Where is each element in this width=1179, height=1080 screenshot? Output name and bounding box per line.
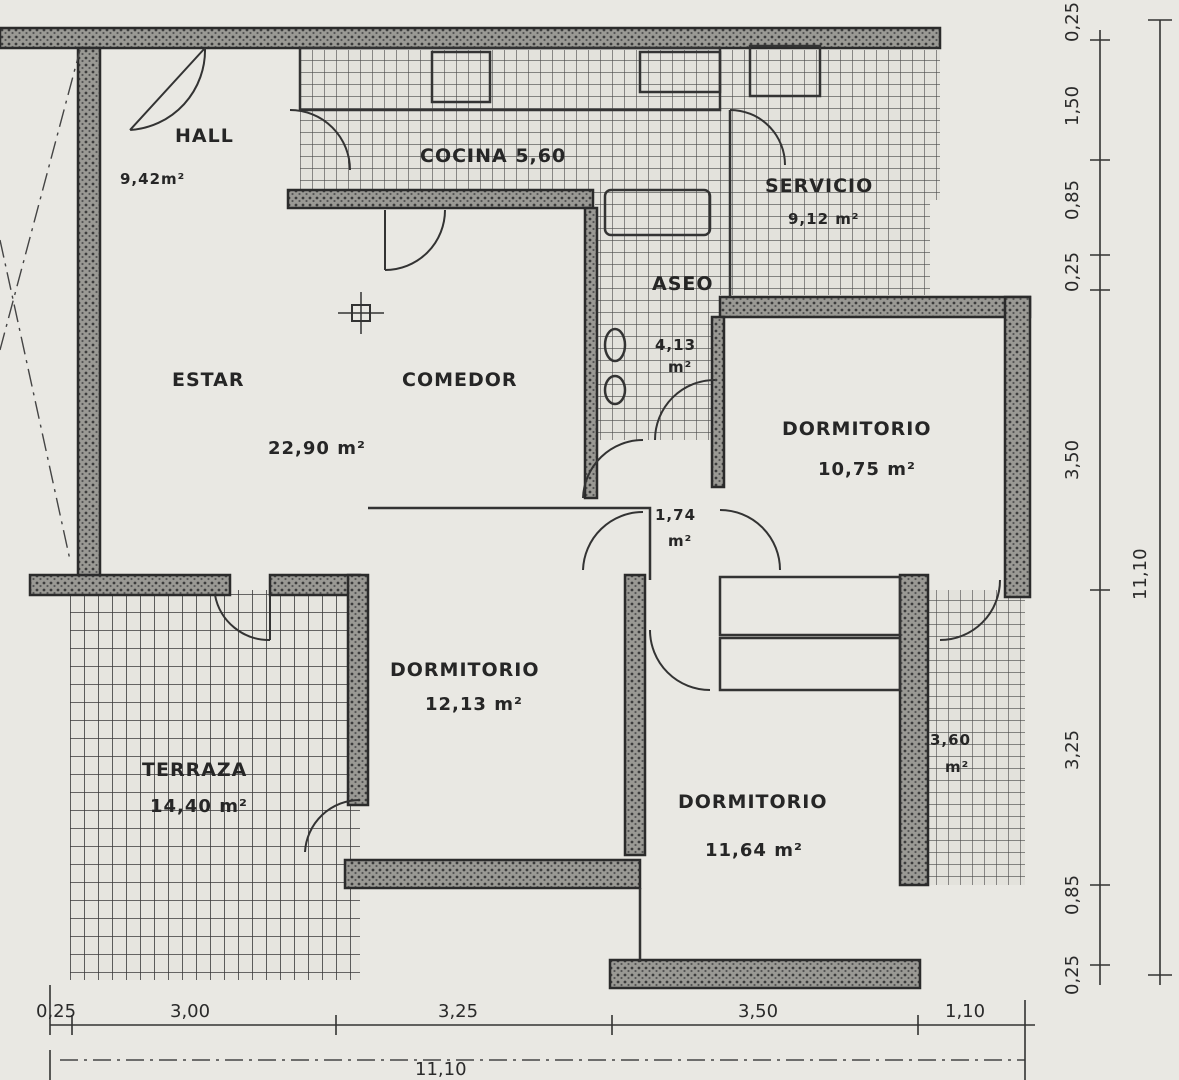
toilet-icon — [603, 327, 627, 363]
door-terraza-d2 — [304, 798, 361, 853]
dim-right-6: 0,85 — [1062, 875, 1083, 915]
comedor-label: COMEDOR — [402, 369, 518, 391]
door-pasillo — [582, 439, 644, 499]
wall-d3-bottom — [608, 958, 922, 990]
aseo-area: 4,13 — [655, 336, 696, 354]
closet-2 — [718, 636, 902, 692]
right-dimension-line — [1090, 19, 1172, 985]
dim-right-0: 0,25 — [1062, 2, 1083, 42]
aseo-unit: m² — [668, 358, 692, 376]
balcon-unit: m² — [945, 758, 969, 776]
door-d2 — [582, 511, 644, 571]
estar-label: ESTAR — [172, 369, 244, 391]
wall-d2-right — [623, 573, 647, 857]
dormitorio2-area: 12,13 m² — [425, 694, 523, 715]
kitchen-tiles — [300, 50, 940, 200]
aseo-tiles — [595, 190, 720, 440]
sink-icon — [638, 50, 722, 94]
bottom-dimension-line — [49, 985, 1035, 1080]
wall-terraza-top-2 — [268, 573, 362, 597]
servicio-tiles — [720, 180, 930, 295]
wall-aseo-left — [583, 206, 599, 500]
door-terraza — [214, 594, 271, 642]
dim-right-7: 0,25 — [1062, 955, 1083, 995]
wall-d1-top — [718, 295, 1032, 319]
cocina-label: COCINA 5,60 — [420, 145, 566, 167]
dim-right-4: 3,50 — [1062, 440, 1083, 480]
dim-bottom-0: 0,25 — [36, 1001, 76, 1022]
terraza-area: 14,40 m² — [150, 796, 248, 817]
wall-d1-right — [1003, 295, 1032, 599]
door-aseo — [654, 379, 716, 441]
wall-d2-bottom — [343, 858, 642, 890]
pasillo-unit: m² — [668, 532, 692, 550]
hall-area: 9,42m² — [120, 170, 185, 188]
closet-1 — [718, 575, 902, 637]
aseo-label: ASEO — [652, 273, 714, 295]
terraza-label: TERRAZA — [142, 759, 247, 781]
door-comedor — [384, 209, 446, 271]
door-d3 — [649, 629, 711, 691]
dormitorio2-label: DORMITORIO — [390, 659, 540, 681]
wall-terraza-top — [28, 573, 232, 597]
dim-right-3: 0,25 — [1062, 252, 1083, 292]
comedor-area: 22,90 m² — [268, 438, 366, 459]
dormitorio3-label: DORMITORIO — [678, 791, 828, 813]
servicio-label: SERVICIO — [765, 175, 873, 197]
laundry-icon — [748, 44, 822, 98]
wall-d3-right — [898, 573, 930, 887]
dim-right-2: 0,85 — [1062, 180, 1083, 220]
dim-bottom-2: 3,25 — [438, 1001, 478, 1022]
terraza-tiles — [70, 590, 360, 980]
bathtub — [603, 188, 712, 237]
bidet-icon — [603, 374, 627, 406]
dim-right-total: 11,10 — [1130, 548, 1151, 600]
dim-bottom-3: 3,50 — [738, 1001, 778, 1022]
door-kitchen — [289, 109, 351, 171]
dim-bottom-1: 3,00 — [170, 1001, 210, 1022]
partition-d2 — [368, 506, 652, 580]
door-d1 — [719, 509, 781, 571]
servicio-area: 9,12 m² — [788, 210, 859, 228]
dormitorio3-area: 11,64 m² — [705, 840, 803, 861]
ceiling-light-icon — [338, 292, 384, 334]
stove-icon — [430, 50, 492, 104]
dim-bottom-total: 11,10 — [415, 1059, 467, 1080]
dormitorio1-label: DORMITORIO — [782, 418, 932, 440]
door-servicio — [729, 109, 786, 166]
outline-dashed — [0, 49, 1025, 1061]
dim-right-5: 3,25 — [1062, 730, 1083, 770]
wall-d1-left — [710, 315, 726, 489]
hall-label: HALL — [175, 125, 234, 147]
wall-kitchen-bottom — [286, 188, 595, 210]
door-balcon — [939, 579, 1001, 641]
dim-right-1: 1,50 — [1062, 86, 1083, 126]
door-hall — [129, 47, 207, 131]
dim-bottom-4: 1,10 — [945, 1001, 985, 1022]
pasillo-area: 1,74 — [655, 506, 696, 524]
balcon-area: 3,60 — [930, 731, 971, 749]
wall-d2-left — [346, 573, 370, 807]
wall-left — [76, 46, 102, 590]
dormitorio1-area: 10,75 m² — [818, 459, 916, 480]
